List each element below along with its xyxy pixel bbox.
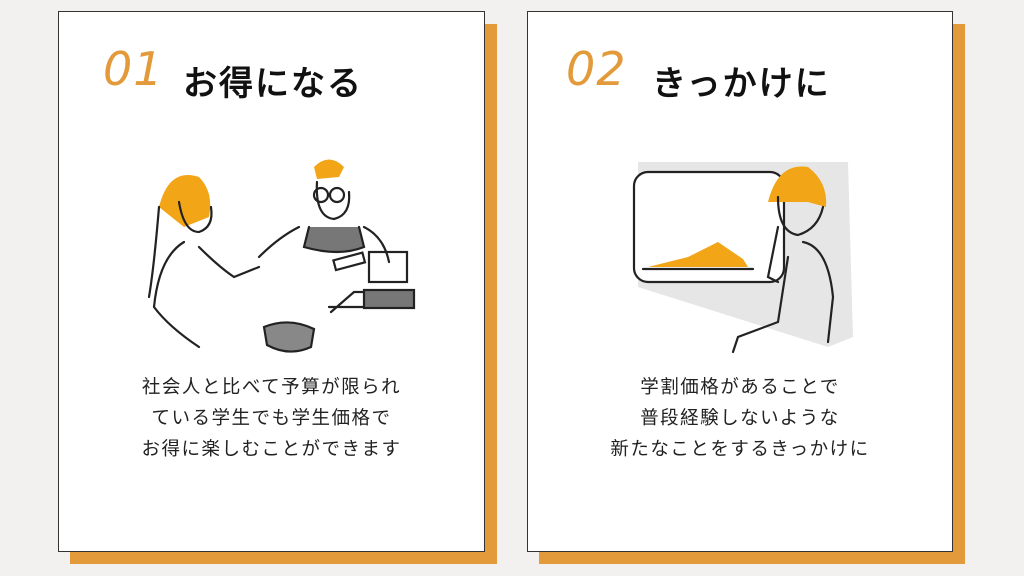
card-title: きっかけに (652, 64, 831, 104)
train-window-illustration (632, 162, 853, 354)
card-description: 学割価格があることで 普段経験しないような 新たなことをするきっかけに (528, 372, 952, 465)
description-line: 新たなことをするきっかけに (610, 439, 870, 460)
card-title: お得になる (183, 64, 363, 104)
description-line: 社会人と比べて予算が限られ (141, 377, 402, 398)
card-description: 社会人と比べて予算が限られ ている学生でも学生価格で お得に楽しむことができます (59, 372, 484, 465)
card-number: 02 (566, 42, 627, 96)
description-line: ている学生でも学生価格で (151, 408, 392, 429)
description-line: お得に楽しむことができます (141, 439, 402, 460)
description-line: 学割価格があることで (640, 377, 840, 398)
card-benefit-opportunity: 02 きっかけに 学割価格があることで 普段経験しないような 新たなことをするき… (527, 11, 953, 552)
card-number: 01 (103, 42, 164, 96)
card-benefit-discount: 01 お得になる 社会人と比べて予算が限られ ている学生でも学生価格で お得に楽… (58, 11, 485, 552)
shop-counter-illustration (147, 159, 416, 353)
description-line: 普段経験しないような (640, 408, 840, 429)
